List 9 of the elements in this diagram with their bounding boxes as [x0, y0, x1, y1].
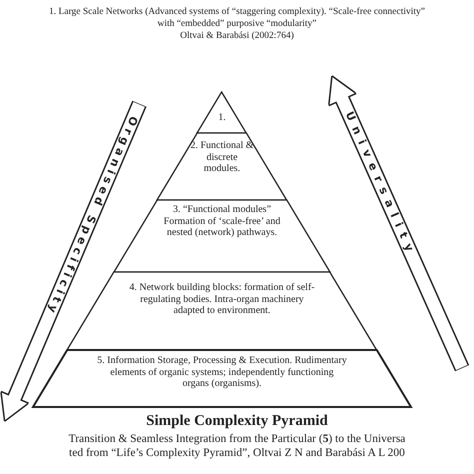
note-text: 1. Large Scale Networks (Advanced systems of “staggering complexity). “Scale-free connectivity” with “embedded” purposive “modularity”	[48, 6, 426, 30]
citation-text: Oltvai & Barabási (2002:764)	[179, 30, 295, 42]
tier-text: 4. Network building blocks: formation of self-regulating bodies. Intra-organ machinery adapted to environment.	[128, 282, 316, 316]
diagram-title: Simple Complexity Pyramid	[145, 413, 329, 430]
tier-text: 3. “Functional modules” Formation of ‘scale-free’ and nested (network) pathways.	[162, 204, 282, 238]
tier-text: 5. Information Storage, Processing & Execution. Rudimentary elements of organic systems; independently functioning organs (organisms).	[97, 355, 347, 390]
citation-text: ted from “Life’s Complexity Pyramid”, Oltvai Z N and Barabási A L 200	[68, 447, 406, 460]
tier-text: 1.	[217, 112, 227, 124]
note-text: Transition & Seamless Integration from the Particular (5) to the Universa	[68, 433, 406, 446]
